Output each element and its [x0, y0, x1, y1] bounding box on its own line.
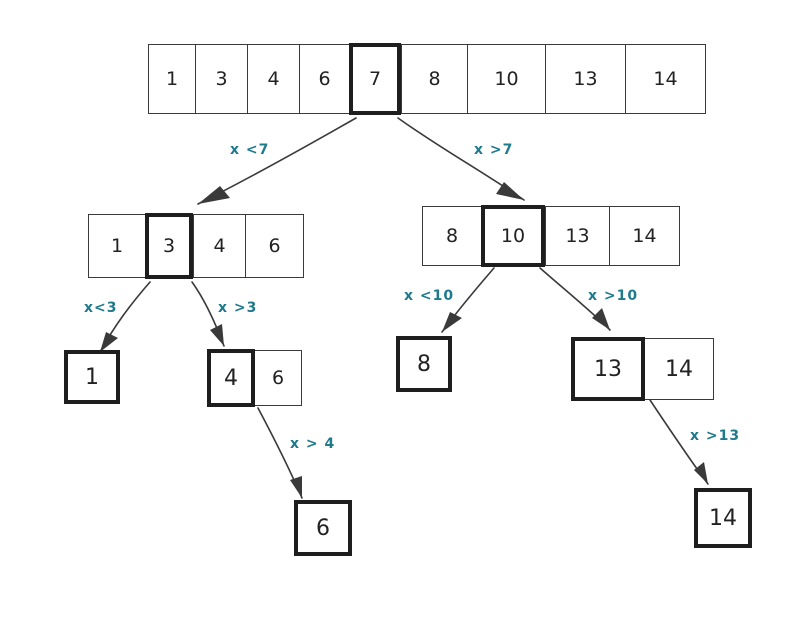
- array-cell: 4: [247, 45, 299, 113]
- array-cell: 13: [545, 207, 609, 265]
- array-cell: 4: [193, 215, 245, 277]
- condition-label: x <10: [404, 288, 455, 304]
- right-child-array: 8 10 13 14: [422, 205, 680, 267]
- array-cell: 6: [245, 215, 303, 277]
- node-13-14: 13 14: [571, 337, 714, 401]
- array-cell: 8: [401, 45, 467, 113]
- edge-right-to-node-13-14: [539, 267, 611, 331]
- condition-label: x<3: [84, 300, 118, 316]
- array-cell: 6: [299, 45, 349, 113]
- array-cell: 14: [609, 207, 679, 265]
- left-child-array: 1 3 4 6: [88, 213, 304, 279]
- leaf-node: 1: [64, 350, 120, 404]
- array-cell: 14: [625, 45, 705, 113]
- array-cell: 8: [445, 225, 459, 247]
- condition-label: x >7: [474, 142, 514, 158]
- condition-label: x <7: [230, 142, 270, 158]
- leaf-node: 8: [396, 336, 452, 392]
- edge-node-4-6-to-leaf-6: [257, 407, 303, 499]
- node-4-6: 4 6: [207, 349, 302, 407]
- pivot-cell: 7: [349, 43, 401, 115]
- condition-label: x >10: [588, 288, 639, 304]
- array-cell: 3: [195, 45, 247, 113]
- edge-root-to-left: [197, 117, 357, 205]
- array-cell: 10: [467, 45, 545, 113]
- array-cell: 6: [271, 367, 285, 389]
- leaf-node: 14: [694, 488, 752, 548]
- edge-right-to-leaf-8: [441, 267, 495, 333]
- array-cell: 14: [665, 356, 693, 382]
- array-cell: 13: [545, 45, 625, 113]
- pivot-cell: 10: [481, 205, 545, 267]
- edge-root-to-right: [397, 117, 525, 201]
- condition-label: x >13: [690, 428, 741, 444]
- pivot-cell: 13: [571, 337, 645, 401]
- edge-left-to-node-4-6: [191, 281, 225, 347]
- array-cell: 1: [110, 235, 124, 257]
- root-array: 1 3 4 6 7 8 10 13 14: [148, 43, 706, 115]
- leaf-node: 6: [294, 500, 352, 556]
- pivot-cell: 4: [207, 349, 255, 407]
- pivot-cell: 3: [145, 213, 193, 279]
- edge-left-to-leaf-1: [99, 281, 151, 353]
- condition-label: x > 4: [290, 436, 336, 452]
- condition-label: x >3: [218, 300, 258, 316]
- edge-node-13-14-to-leaf-14: [649, 399, 709, 485]
- array-cell: 1: [165, 68, 179, 90]
